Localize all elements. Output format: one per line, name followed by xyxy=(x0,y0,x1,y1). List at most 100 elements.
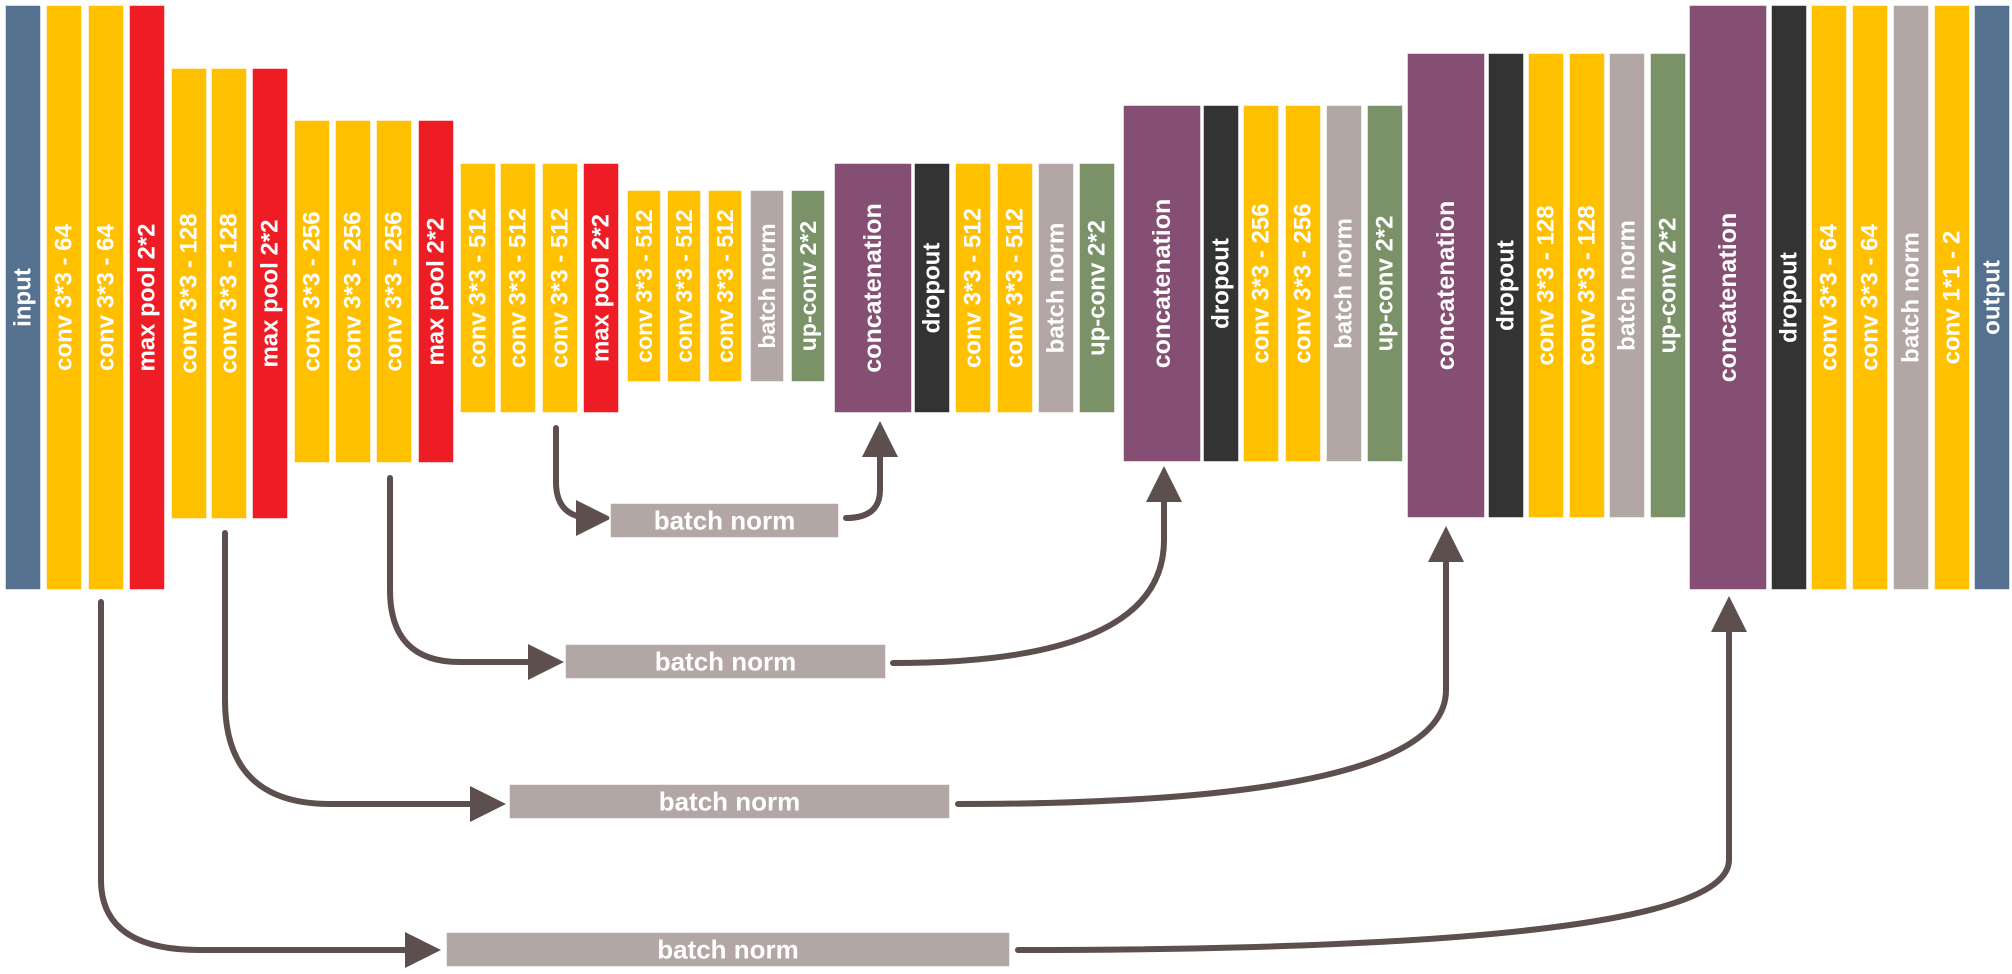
layer-block-max-pool-2-2: max pool 2*2 xyxy=(128,4,166,591)
layer-block-label: up-conv 2*2 xyxy=(1084,220,1111,356)
layer-block-label: concatenation xyxy=(1432,201,1460,370)
layer-block-label: max pool 2*2 xyxy=(257,219,284,367)
skip-batch-norm-label: batch norm xyxy=(659,787,801,817)
layer-block-rect xyxy=(293,119,331,464)
layer-block-rect xyxy=(87,4,125,591)
layer-block-rect xyxy=(707,189,743,383)
layer-block-label: concatenation xyxy=(1148,199,1176,368)
skip-batch-norm-box xyxy=(508,783,951,820)
layer-block-label: conv 3*3 - 128 xyxy=(1533,205,1560,365)
layer-block-label: batch norm xyxy=(754,223,780,348)
layer-block-label: concatenation xyxy=(859,203,887,372)
layer-block-batch-norm: batch norm xyxy=(1892,4,1930,591)
layer-block-label: conv 3*3 - 512 xyxy=(631,209,657,362)
layer-block-rect xyxy=(1568,52,1606,519)
layer-block-label: conv 3*3 - 64 xyxy=(1816,223,1843,370)
layer-block-label: conv 3*3 - 512 xyxy=(712,209,738,362)
skip-arrow-out xyxy=(1015,596,1747,953)
layer-block-rect xyxy=(1527,52,1565,519)
layer-block-rect xyxy=(1284,104,1322,463)
layer-block-conv-3-3-256: conv 3*3 - 256 xyxy=(293,119,331,464)
layer-block-rect xyxy=(1688,4,1768,591)
skip-arrow-out xyxy=(890,466,1182,666)
layer-block-label: input xyxy=(10,268,37,327)
layer-block-conv-3-3-128: conv 3*3 - 128 xyxy=(170,67,208,520)
layer-block-label: up-conv 2*2 xyxy=(1372,215,1399,351)
layer-block-label: output xyxy=(1979,260,2006,335)
layer-block-label: conv 3*3 - 256 xyxy=(1290,203,1317,363)
layer-block-rect xyxy=(833,162,913,414)
layer-block-label: conv 3*3 - 512 xyxy=(1002,208,1029,368)
layer-block-rect xyxy=(996,162,1034,414)
layer-block-label: conv 3*3 - 128 xyxy=(216,213,243,373)
layer-block-rect xyxy=(913,162,951,414)
layer-block-conv-3-3-256: conv 3*3 - 256 xyxy=(1284,104,1322,463)
layer-block-conv-3-3-128: conv 3*3 - 128 xyxy=(210,67,248,520)
layer-block-up-conv-2-2: up-conv 2*2 xyxy=(1649,52,1687,519)
layer-block-label: conv 3*3 - 256 xyxy=(340,211,367,371)
layer-block-rect xyxy=(1325,104,1363,463)
skip-batch-norm-box xyxy=(445,931,1011,968)
layer-block-rect xyxy=(375,119,413,464)
layer-block-rect xyxy=(4,4,42,591)
layer-block-batch-norm: batch norm xyxy=(1608,52,1646,519)
layer-block-up-conv-2-2: up-conv 2*2 xyxy=(1366,104,1404,463)
layer-block-conv-3-3-64: conv 3*3 - 64 xyxy=(45,4,83,591)
skip-arrow-in xyxy=(387,475,564,680)
layer-block-rect xyxy=(541,162,579,414)
layer-block-label: batch norm xyxy=(1898,232,1925,363)
layer-block-dropout: dropout xyxy=(913,162,951,414)
layer-block-dropout: dropout xyxy=(1770,4,1808,591)
layer-block-rect xyxy=(1202,104,1240,463)
layer-block-label: conv 3*3 - 64 xyxy=(51,223,78,370)
layer-block-label: batch norm xyxy=(1043,223,1070,354)
layer-block-rect xyxy=(1649,52,1687,519)
layer-block-concatenation: concatenation xyxy=(833,162,913,414)
layer-block-max-pool-2-2: max pool 2*2 xyxy=(417,119,455,464)
layer-block-rect xyxy=(334,119,372,464)
layer-block-label: conv 3*3 - 128 xyxy=(1574,205,1601,365)
layer-block-conv-3-3-512: conv 3*3 - 512 xyxy=(499,162,537,414)
layer-block-label: up-conv 2*2 xyxy=(1655,217,1682,353)
layer-block-conv-3-3-64: conv 3*3 - 64 xyxy=(1851,4,1889,591)
layer-block-conv-3-3-512: conv 3*3 - 512 xyxy=(459,162,497,414)
layer-block-conv-3-3-512: conv 3*3 - 512 xyxy=(666,189,702,383)
layer-block-label: dropout xyxy=(1493,240,1520,331)
layer-block-rect xyxy=(1078,162,1116,414)
layer-block-conv-3-3-512: conv 3*3 - 512 xyxy=(954,162,992,414)
layer-block-concatenation: concatenation xyxy=(1406,52,1486,519)
layer-block-label: conv 1*1 - 2 xyxy=(1939,231,1966,364)
layer-block-up-conv-2-2: up-conv 2*2 xyxy=(790,189,826,383)
layer-block-conv-3-3-512: conv 3*3 - 512 xyxy=(541,162,579,414)
layer-block-conv-3-3-256: conv 3*3 - 256 xyxy=(1242,104,1280,463)
layer-block-rect xyxy=(954,162,992,414)
layer-block-label: conv 3*3 - 256 xyxy=(1248,203,1275,363)
layer-block-rect xyxy=(1037,162,1075,414)
layer-block-rect xyxy=(1770,4,1808,591)
layer-block-concatenation: concatenation xyxy=(1122,104,1202,463)
layer-block-label: max pool 2*2 xyxy=(588,214,615,362)
layer-block-rect xyxy=(790,189,826,383)
layer-block-batch-norm: batch norm xyxy=(1325,104,1363,463)
layer-block-conv-3-3-64: conv 3*3 - 64 xyxy=(87,4,125,591)
layer-block-rect xyxy=(251,67,289,520)
layer-block-conv-3-3-512: conv 3*3 - 512 xyxy=(626,189,662,383)
skip-batch-norm-label: batch norm xyxy=(655,647,797,677)
skip-arrow-in xyxy=(98,599,441,968)
layer-block-concatenation: concatenation xyxy=(1688,4,1768,591)
layer-block-max-pool-2-2: max pool 2*2 xyxy=(251,67,289,520)
layer-block-rect xyxy=(626,189,662,383)
layer-block-rect xyxy=(666,189,702,383)
layer-blocks: input conv 3*3 - 64 conv 3*3 - 64 max pool … xyxy=(4,4,2011,591)
layer-block-dropout: dropout xyxy=(1487,52,1525,519)
layer-block-label: conv 3*3 - 64 xyxy=(93,223,120,370)
layer-block-label: up-conv 2*2 xyxy=(795,221,821,351)
layer-block-label: conv 3*3 - 256 xyxy=(299,211,326,371)
skip-connection: batch norm xyxy=(222,526,1464,822)
layer-block-label: conv 3*3 - 256 xyxy=(381,211,408,371)
layer-block-rect xyxy=(582,162,620,414)
skip-arrow-out xyxy=(843,421,898,521)
layer-block-label: conv 3*3 - 512 xyxy=(671,209,697,362)
